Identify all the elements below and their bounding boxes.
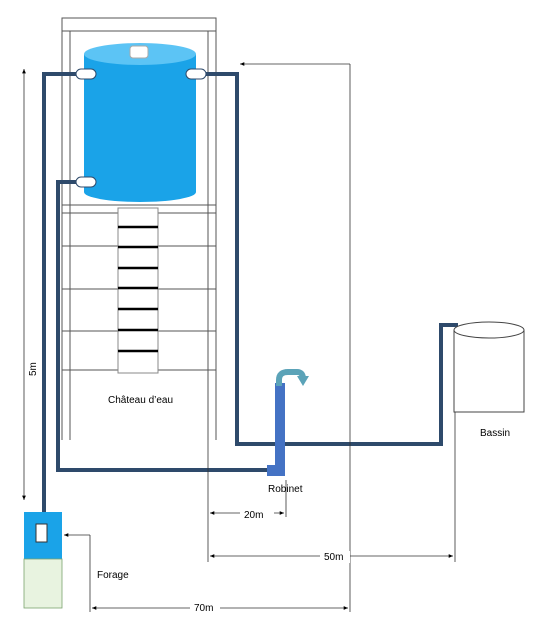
water-tank [84, 43, 196, 202]
basin [453, 321, 525, 413]
pipes [42, 72, 458, 512]
dist-tap-label: 20m [244, 510, 263, 521]
tap-label: Robinet [268, 484, 303, 495]
dist-borehole-label: 70m [194, 603, 213, 614]
tap-spout-arrow [297, 376, 309, 386]
borehole [23, 512, 63, 609]
tap [267, 369, 309, 476]
tower-label: Château d’eau [108, 395, 173, 406]
borehole-label: Forage [97, 570, 129, 581]
dist-basin-label: 50m [324, 552, 343, 563]
borehole-door [35, 523, 48, 543]
ladder [117, 207, 159, 374]
basin-label: Bassin [480, 428, 510, 439]
tank-hatch [129, 45, 149, 59]
pipe-tank-to-basin [200, 72, 458, 446]
pipe-tank-to-tap [56, 180, 270, 472]
pipe-borehole-to-tank [42, 72, 80, 512]
pipe-connectors [75, 68, 207, 188]
height-label: 5m [28, 362, 39, 376]
